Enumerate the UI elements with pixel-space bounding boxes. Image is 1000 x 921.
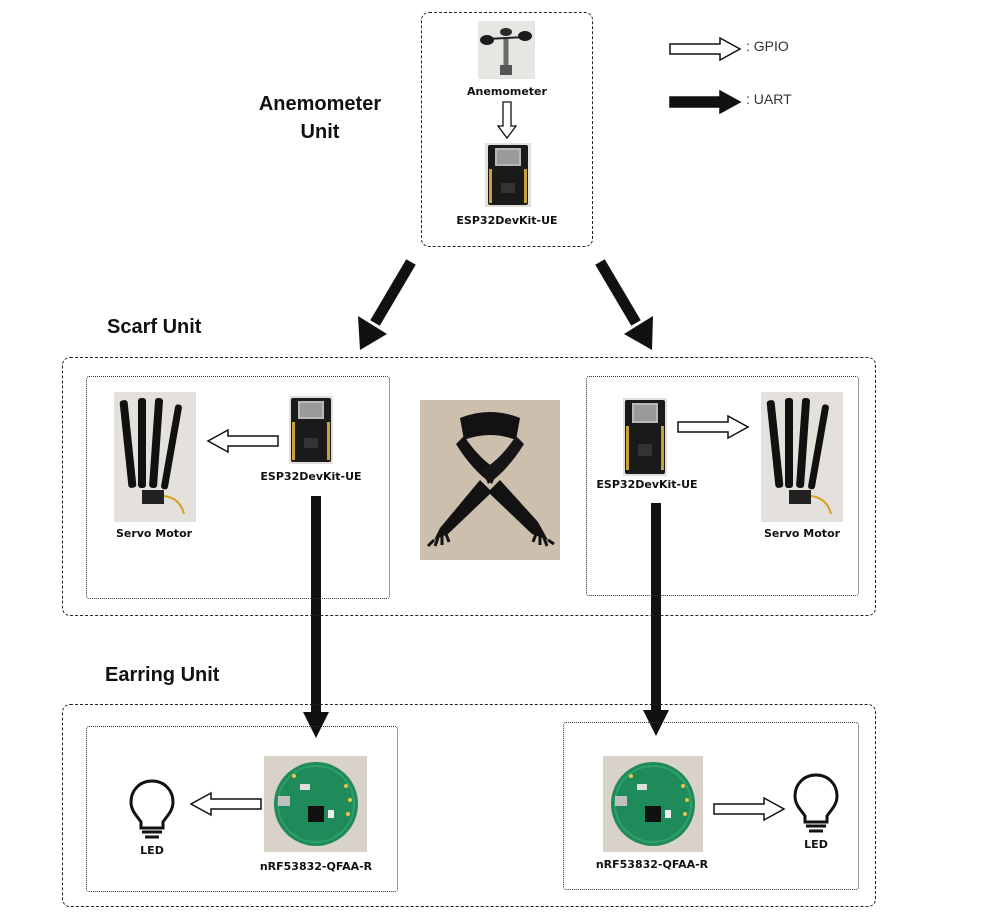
nrf-board-icon: [603, 756, 703, 852]
servo-motor-right-photo: [761, 392, 843, 522]
scarf-left-esp32-photo: [289, 396, 333, 464]
scarf-left-subunit-box: [86, 376, 390, 599]
earring-left-subunit-box: [86, 726, 398, 892]
anemometer-icon: [478, 21, 535, 79]
earring-right-subunit-box: [563, 722, 859, 890]
scarf-unit-box: [62, 357, 876, 616]
scarf-photo: [420, 400, 560, 560]
nrf-board-left-photo: [264, 756, 367, 852]
uart-arrow-right-shaft: [595, 259, 641, 326]
led-left-label: LED: [140, 844, 164, 857]
uart-arrow-down-right-head: [643, 710, 669, 736]
uart-arrow-left-shaft: [370, 259, 416, 326]
anemometer-esp32-photo: [485, 143, 531, 207]
scarf-left-board-label: ESP32DevKit-UE: [260, 470, 362, 483]
earring-right-gpio-arrow-icon: [713, 796, 786, 822]
scarf-icon: [420, 400, 560, 560]
scarf-right-esp32-photo: [623, 398, 667, 476]
anemometer-photo: [478, 21, 535, 79]
anemometer-unit-title-line2: Unit: [300, 121, 340, 143]
esp32-board-icon: [625, 400, 665, 474]
servo-motor-left-photo: [114, 392, 196, 522]
scarf-left-gpio-arrow-icon: [206, 428, 279, 454]
anemometer-gpio-arrow-icon: [497, 101, 517, 140]
esp32-board-icon: [291, 398, 331, 462]
anemometer-unit-title-line1: Anemometer: [258, 93, 382, 115]
servo-motor-icon: [761, 392, 843, 522]
anemometer-unit-title: Anemometer Unit: [250, 90, 390, 146]
led-left-bulb-icon: [129, 779, 175, 839]
led-right-bulb-icon: [793, 773, 839, 833]
legend-gpio-arrow-icon: [669, 36, 742, 62]
scarf-right-subunit-box: [586, 376, 859, 596]
earring-unit-box: [62, 704, 876, 907]
led-right-label: LED: [804, 838, 828, 851]
nrf-board-icon: [264, 756, 367, 852]
legend-uart-arrow-icon: [669, 89, 742, 115]
earring-unit-title: Earring Unit: [105, 664, 220, 686]
anemometer-board-label: ESP32DevKit-UE: [456, 214, 558, 227]
nrf-board-right-label: nRF53832-QFAA-R: [595, 858, 709, 871]
earring-left-gpio-arrow-icon: [189, 791, 262, 817]
esp32-board-icon: [488, 145, 528, 205]
uart-arrow-left-head: [358, 316, 387, 350]
servo-motor-left-label: Servo Motor: [115, 527, 193, 540]
anemometer-label: Anemometer: [467, 85, 547, 98]
servo-motor-right-label: Servo Motor: [763, 527, 841, 540]
nrf-board-right-photo: [603, 756, 703, 852]
servo-motor-icon: [114, 392, 196, 522]
scarf-right-gpio-arrow-icon: [677, 414, 750, 440]
scarf-right-board-label: ESP32DevKit-UE: [596, 478, 698, 491]
uart-arrow-down-left-head: [303, 712, 329, 738]
anemometer-unit-box: [421, 12, 593, 247]
nrf-board-left-label: nRF53832-QFAA-R: [259, 860, 373, 873]
legend-gpio-label: : GPIO: [746, 38, 789, 54]
uart-arrow-right-head: [624, 316, 653, 350]
scarf-unit-title: Scarf Unit: [107, 316, 202, 338]
legend-uart-label: : UART: [746, 91, 792, 107]
